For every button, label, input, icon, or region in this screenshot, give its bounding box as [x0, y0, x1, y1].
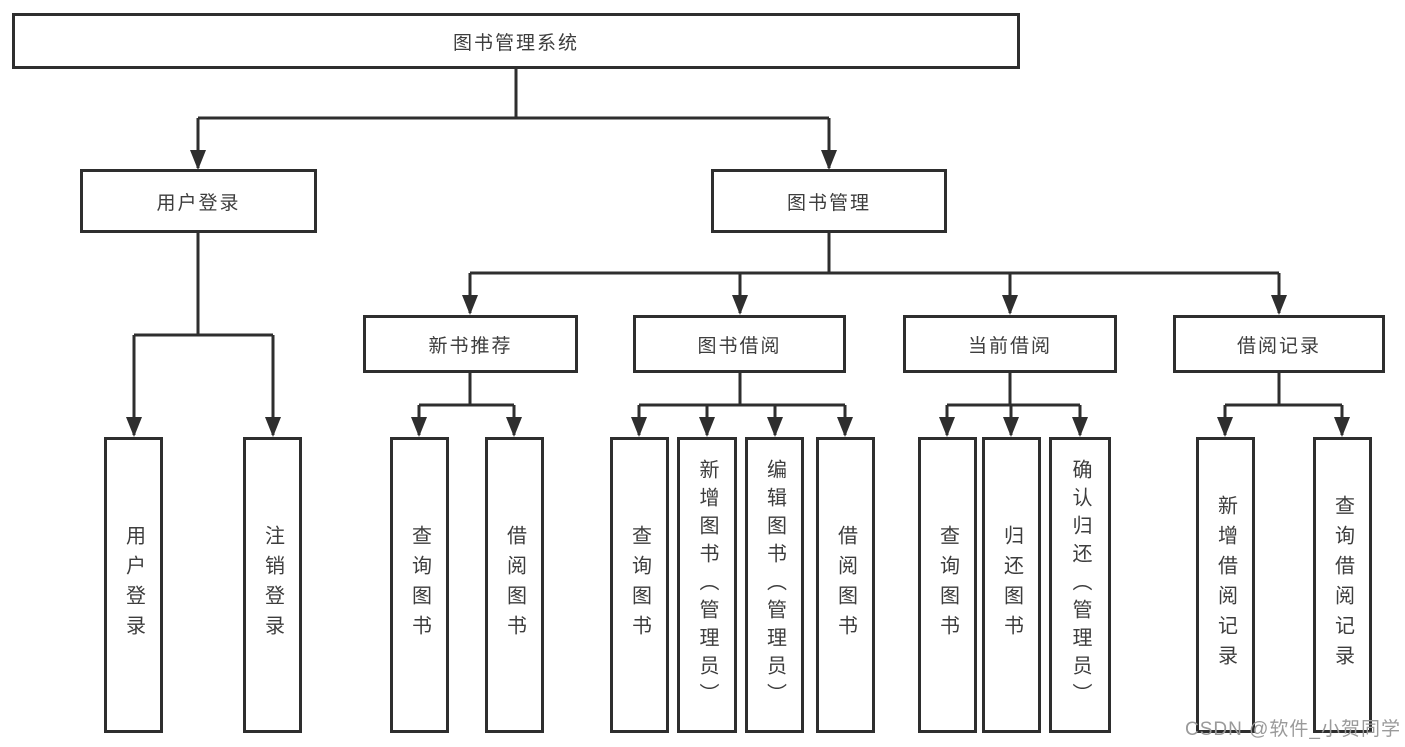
- node-root: 图书管理系统: [12, 13, 1020, 69]
- node-label: 编辑图书（管理员）: [763, 459, 786, 711]
- node-label: 新增借阅记录: [1214, 495, 1237, 675]
- node-book-borrow: 图书借阅: [633, 315, 846, 373]
- csdn-watermark: CSDN @软件_小贺同学: [1185, 719, 1401, 740]
- node-label: 查询图书: [408, 525, 431, 645]
- leaf-query-borrow-record: 查询借阅记录: [1313, 437, 1372, 733]
- node-label: 查询借阅记录: [1331, 495, 1354, 675]
- node-label: 图书管理: [786, 192, 871, 214]
- leaf-add-book-admin: 新增图书（管理员）: [677, 437, 737, 733]
- node-label: 图书管理系统: [452, 32, 579, 54]
- node-label: 图书借阅: [697, 335, 782, 357]
- leaf-query-book-borrow: 查询图书: [610, 437, 669, 733]
- leaf-confirm-return-admin: 确认归还（管理员）: [1049, 437, 1111, 733]
- node-new-book-recommend: 新书推荐: [363, 315, 578, 373]
- node-label: 查询图书: [936, 525, 959, 645]
- leaf-return-book: 归还图书: [982, 437, 1041, 733]
- leaf-logout: 注销登录: [243, 437, 302, 733]
- node-label: 归还图书: [1000, 525, 1023, 645]
- leaf-edit-book-admin: 编辑图书（管理员）: [745, 437, 804, 733]
- connector-lines: [132, 69, 1344, 435]
- node-label: 用户登录: [156, 192, 241, 214]
- node-label: 借阅记录: [1236, 335, 1321, 357]
- connector-arrowheads: [126, 150, 1350, 437]
- node-borrow-record: 借阅记录: [1173, 315, 1385, 373]
- node-label: 注销登录: [261, 525, 284, 645]
- node-book-management: 图书管理: [711, 169, 947, 233]
- node-label: 新增图书（管理员）: [696, 459, 718, 711]
- leaf-user-login: 用户登录: [104, 437, 163, 733]
- node-label: 确认归还（管理员）: [1069, 459, 1091, 711]
- node-label: 借阅图书: [503, 525, 526, 645]
- leaf-query-book-current: 查询图书: [918, 437, 977, 733]
- leaf-add-borrow-record: 新增借阅记录: [1196, 437, 1255, 733]
- leaf-borrow-book: 借阅图书: [816, 437, 875, 733]
- node-current-borrow: 当前借阅: [903, 315, 1117, 373]
- node-user-login: 用户登录: [80, 169, 317, 233]
- leaf-borrow-book-recommend: 借阅图书: [485, 437, 544, 733]
- node-label: 借阅图书: [834, 525, 857, 645]
- node-label: 用户登录: [122, 525, 145, 645]
- node-label: 查询图书: [628, 525, 651, 645]
- node-label: 当前借阅: [967, 335, 1052, 357]
- node-label: 新书推荐: [428, 335, 513, 357]
- leaf-query-book-recommend: 查询图书: [390, 437, 449, 733]
